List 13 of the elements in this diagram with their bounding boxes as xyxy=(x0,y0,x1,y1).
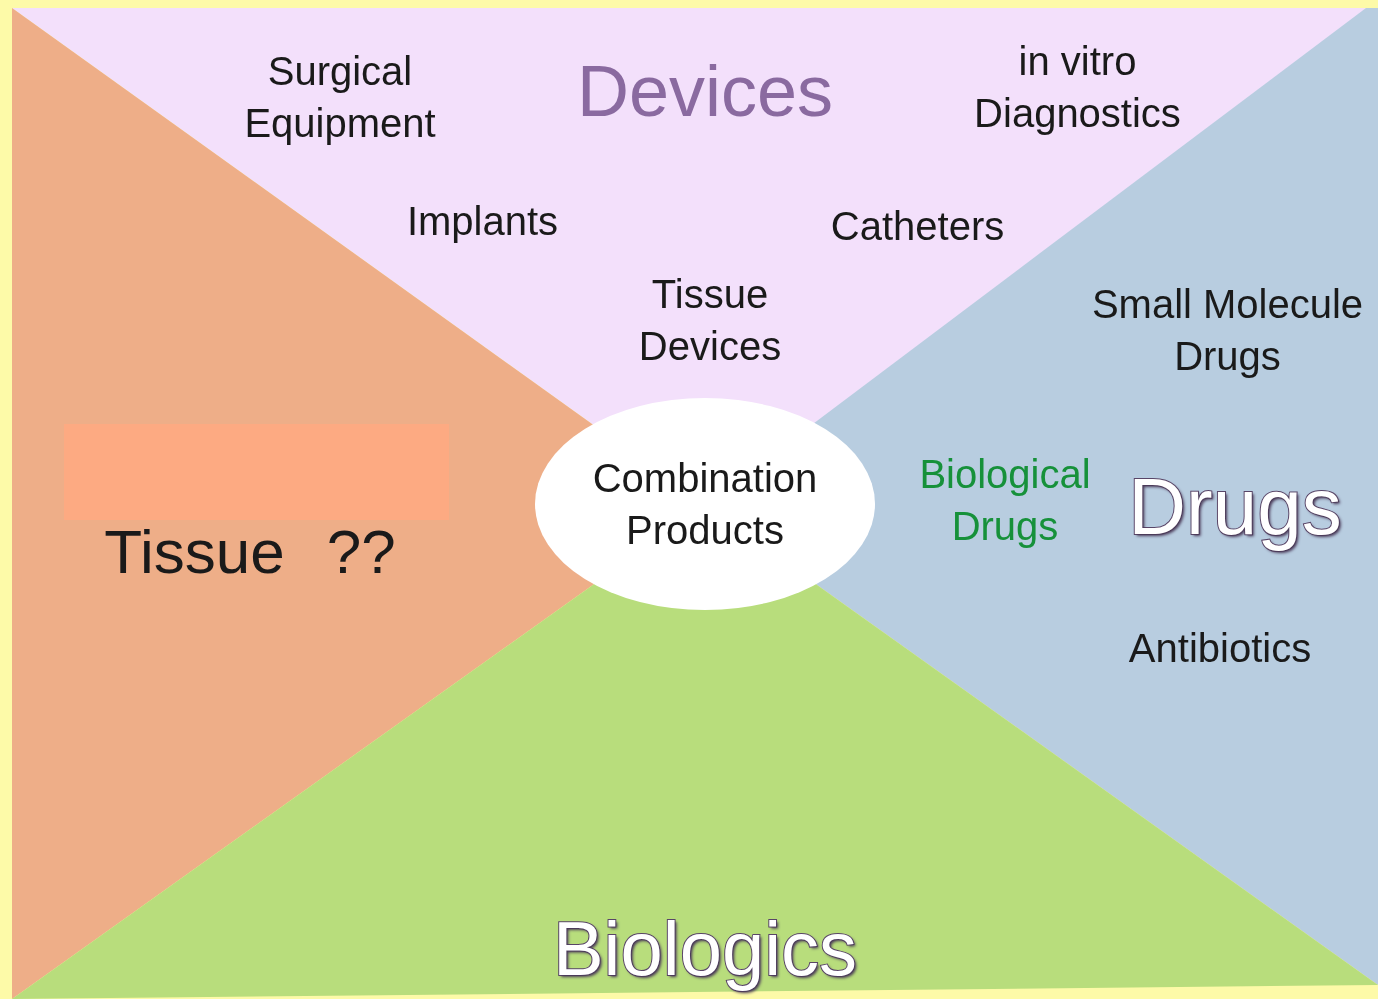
region-title: Drugs xyxy=(1127,461,1343,553)
item-label: Small Molecule Drugs xyxy=(1090,281,1365,380)
center-label: Combination Products xyxy=(591,455,819,554)
item-label: Catheters xyxy=(829,203,1006,250)
region-title: Devices xyxy=(575,50,835,133)
item-label: in vitro Diagnostics xyxy=(973,38,1182,137)
item-label: Antibiotics xyxy=(1127,625,1313,672)
item-label: Biological Drugs xyxy=(918,451,1092,550)
region-title: Tissue ?? xyxy=(103,516,397,588)
item-label: Tissue Devices xyxy=(637,271,783,370)
item-label: Surgical Equipment xyxy=(243,48,437,147)
region-title: Biologics xyxy=(551,905,859,993)
item-label: Implants xyxy=(405,198,560,245)
